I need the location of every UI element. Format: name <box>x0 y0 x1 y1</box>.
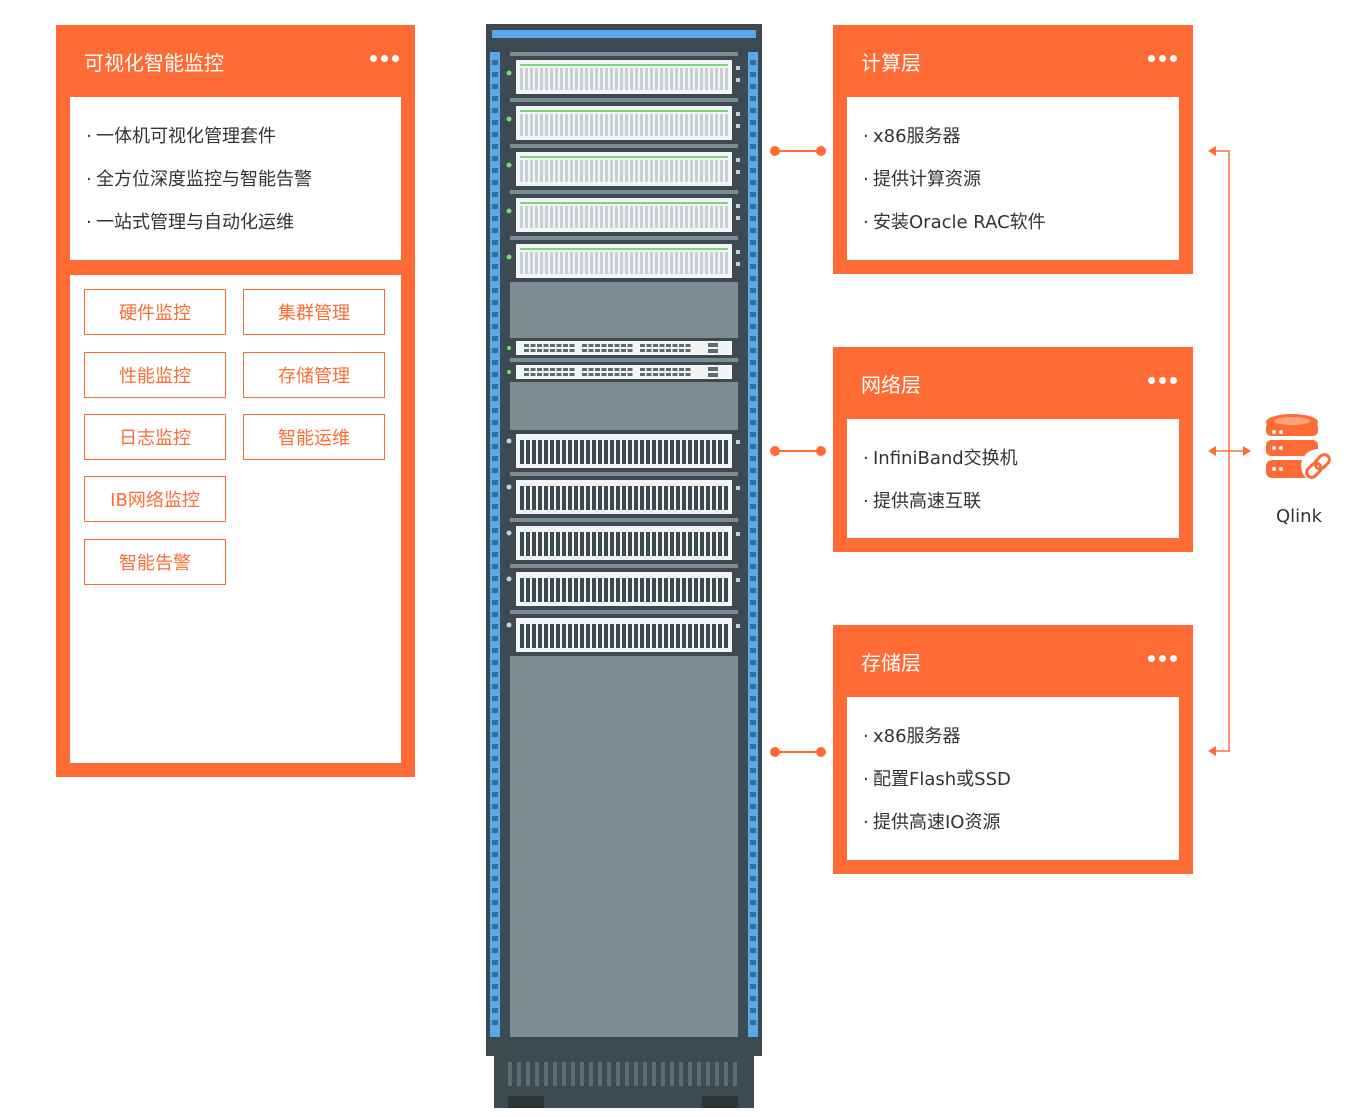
feature-button-ops[interactable]: 智能运维 <box>243 414 385 460</box>
more-icon[interactable] <box>370 55 399 62</box>
connector-storage <box>770 747 826 757</box>
feature-button-hardware[interactable]: 硬件监控 <box>84 289 226 335</box>
server-rack-illustration <box>486 24 762 1108</box>
feature-button-performance[interactable]: 性能监控 <box>84 352 226 398</box>
more-icon[interactable] <box>1148 655 1177 662</box>
feature-button-alert[interactable]: 智能告警 <box>84 539 226 585</box>
layer-list-item: ·配置Flash或SSD <box>863 769 1011 790</box>
qlink-bracket <box>1208 146 1251 756</box>
feature-button-storage[interactable]: 存储管理 <box>243 352 385 398</box>
layer-list-item: ·安装Oracle RAC软件 <box>863 212 1046 233</box>
layer-content-box: ·x86服务器 ·提供计算资源 ·安装Oracle RAC软件 <box>847 97 1179 260</box>
feature-button-log[interactable]: 日志监控 <box>84 414 226 460</box>
monitor-panel-title: 可视化智能监控 <box>84 51 224 75</box>
layer-list-item: ·x86服务器 <box>863 126 961 147</box>
monitor-list-box: ·一体机可视化管理套件 ·全方位深度监控与智能告警 ·一站式管理与自动化运维 <box>70 97 401 260</box>
monitor-list-item: ·一体机可视化管理套件 <box>86 126 276 147</box>
layer-title: 网络层 <box>861 373 921 397</box>
layer-list-item: ·提供高速互联 <box>863 491 981 512</box>
layer-list-item: ·x86服务器 <box>863 726 961 747</box>
monitor-panel: 可视化智能监控 ·一体机可视化管理套件 ·全方位深度监控与智能告警 ·一站式管理… <box>56 25 415 777</box>
layer-panel-compute: 计算层 ·x86服务器 ·提供计算资源 ·安装Oracle RAC软件 <box>833 25 1193 274</box>
layer-list-item: ·InfiniBand交换机 <box>863 448 1018 469</box>
feature-button-ib-network[interactable]: IB网络监控 <box>84 476 226 522</box>
layer-list-item: ·提供计算资源 <box>863 169 981 190</box>
layer-content-box: ·InfiniBand交换机 ·提供高速互联 <box>847 419 1179 538</box>
layer-title: 存储层 <box>861 651 921 675</box>
layer-content-box: ·x86服务器 ·配置Flash或SSD ·提供高速IO资源 <box>847 697 1179 860</box>
connector-compute <box>770 146 826 156</box>
connector-network <box>770 446 826 456</box>
more-icon[interactable] <box>1148 55 1177 62</box>
feature-button-cluster[interactable]: 集群管理 <box>243 289 385 335</box>
monitor-list-item: ·全方位深度监控与智能告警 <box>86 169 312 190</box>
more-icon[interactable] <box>1148 377 1177 384</box>
layer-list-item: ·提供高速IO资源 <box>863 812 1001 833</box>
database-link-icon <box>1266 414 1335 483</box>
monitor-feature-box: 硬件监控 集群管理 性能监控 存储管理 日志监控 智能运维 IB网络监控 智能告… <box>70 275 401 763</box>
layer-panel-storage: 存储层 ·x86服务器 ·配置Flash或SSD ·提供高速IO资源 <box>833 625 1193 874</box>
layer-title: 计算层 <box>861 51 921 75</box>
layer-panel-network: 网络层 ·InfiniBand交换机 ·提供高速互联 <box>833 347 1193 552</box>
qlink-label: Qlink <box>1276 506 1323 527</box>
monitor-list-item: ·一站式管理与自动化运维 <box>86 212 294 233</box>
